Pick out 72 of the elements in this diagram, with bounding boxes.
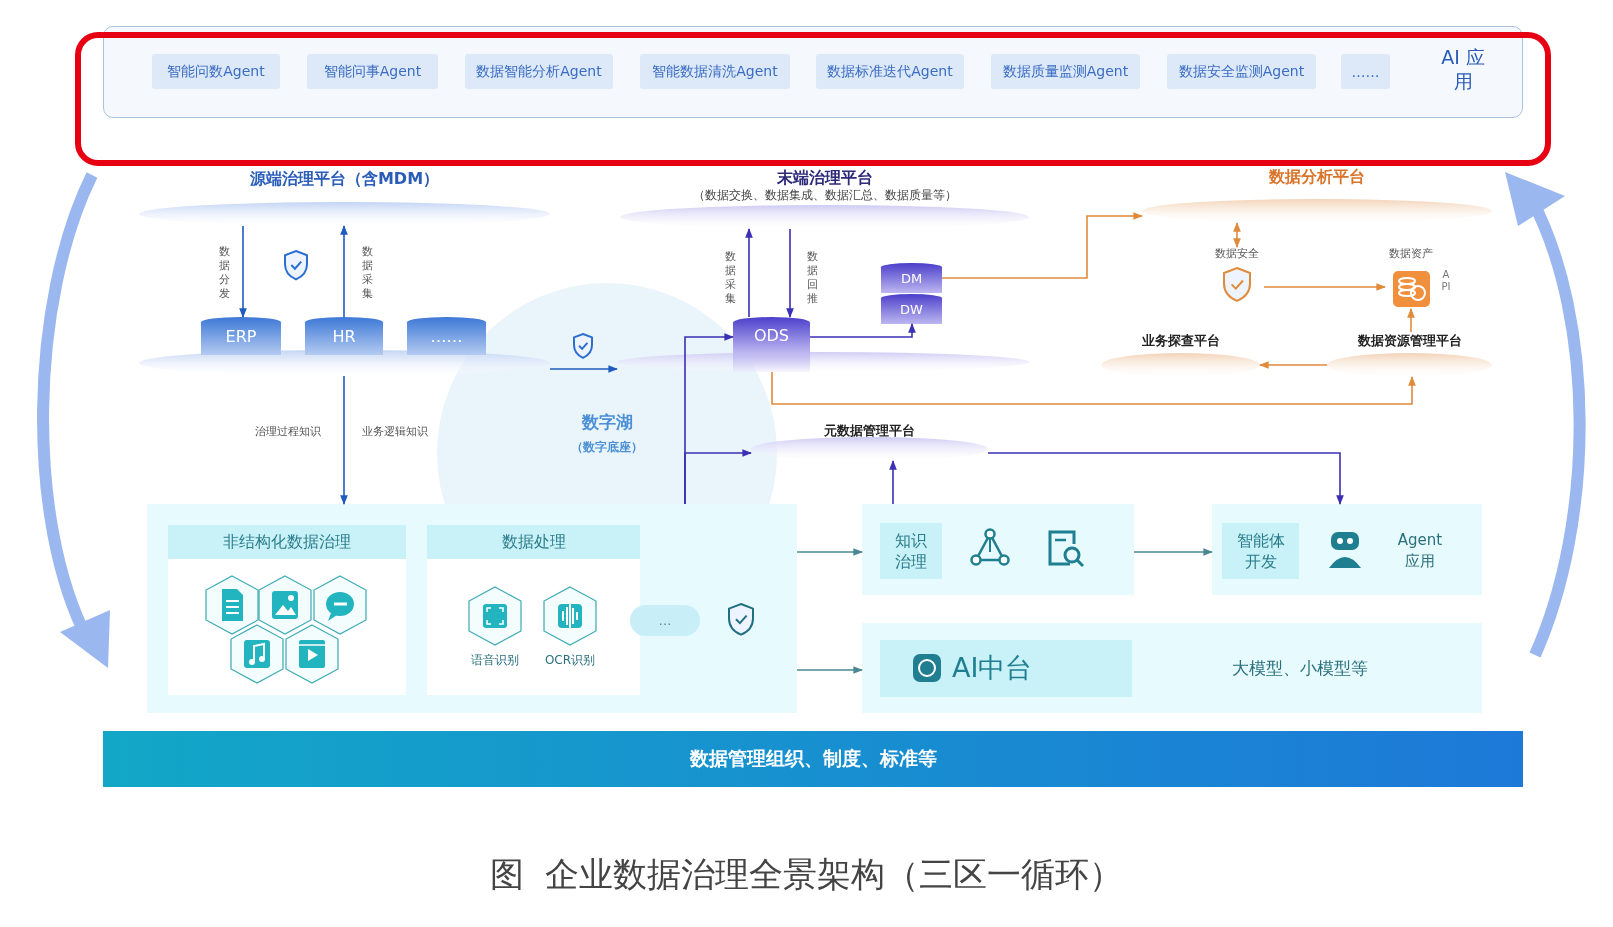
database-tab: DM [881, 263, 942, 293]
panel-background [147, 504, 797, 713]
arrow [771, 371, 1416, 405]
icon-caption: 数据安全 [1214, 247, 1260, 261]
ellipsis-pill: … [630, 605, 700, 636]
platform-title: 末端治理平台 [775, 169, 874, 187]
platform-title: 数据分析平台 [1268, 168, 1366, 186]
arrow [786, 228, 794, 318]
edge-label: 数据采集 [724, 250, 737, 306]
panel-card [427, 525, 640, 695]
database-tab: …… [407, 317, 486, 355]
panel-background [862, 623, 1482, 713]
arrow [549, 365, 618, 373]
panel-text: 大模型、小模型等 [1231, 658, 1369, 679]
arrow [987, 452, 1344, 505]
platform-title: 业务探查平台 [1140, 332, 1221, 350]
database-tab: ERP [201, 317, 281, 355]
agent-chip: 数据标准迭代Agent [816, 54, 964, 89]
edge-label: 数据回推 [806, 250, 819, 306]
arrow [1259, 361, 1328, 369]
arrow [1263, 283, 1386, 291]
lake-subtitle: （数字底座） [570, 439, 644, 456]
platform-title: 源端治理平台（含MDM） [248, 170, 441, 188]
icon-caption: 语音识别 [470, 652, 520, 668]
section-band [103, 26, 1523, 118]
arrow [889, 460, 897, 505]
agent-chip: 数据智能分析Agent [465, 54, 613, 89]
panel-background [862, 504, 1134, 595]
arrow [684, 449, 752, 505]
arrow [941, 212, 1143, 279]
panel-background [1212, 504, 1482, 595]
edge-label: 数据分发 [218, 245, 231, 301]
platform-subtitle: （数据交换、数据集成、数据汇总、数据质量等） [691, 188, 958, 202]
footer-band: 数据管理组织、制度、标准等 [103, 731, 1523, 787]
label-box: 知识治理 [880, 523, 942, 579]
agent-chip: 数据安全监测Agent [1167, 54, 1316, 89]
section-title: AI 应用 [1440, 45, 1486, 93]
arrow [1407, 308, 1415, 333]
agent-chip: 智能数据清洗Agent [640, 54, 790, 89]
arrow [809, 323, 916, 338]
arrow [1233, 222, 1241, 248]
arrow [239, 225, 247, 318]
database-tab: ODS [733, 317, 810, 372]
arrow [796, 548, 863, 556]
box-title: AI中台 [952, 651, 1033, 685]
icon-caption: 数据资产 [1388, 247, 1434, 261]
arrow [796, 666, 863, 674]
arrow [340, 225, 348, 318]
panel-header: 非结构化数据治理 [168, 525, 406, 559]
agent-chip: 智能问数Agent [152, 54, 280, 89]
platform-title: 元数据管理平台 [823, 422, 916, 440]
database-tab: DW [881, 294, 942, 324]
arrow [1133, 548, 1213, 556]
label-box: 智能体开发 [1222, 523, 1299, 579]
edge-label: 数据采集 [361, 245, 374, 301]
icon-caption: OCR识别 [543, 652, 597, 668]
platform-title: 数据资源管理平台 [1356, 332, 1463, 350]
panel-text: Agent 应用 [1396, 530, 1444, 572]
arrow [745, 228, 753, 318]
platform-box [880, 640, 1132, 697]
panel-card [168, 525, 406, 695]
database-tab: HR [305, 317, 383, 355]
agent-chip: 数据质量监测Agent [991, 54, 1140, 89]
side-label: 治理过程知识 [255, 425, 321, 439]
side-label: 业务逻辑知识 [362, 425, 428, 439]
panel-header: 数据处理 [427, 525, 640, 559]
arrow [340, 375, 348, 505]
figure-caption: 图 企业数据治理全景架构（三区一循环） [488, 853, 1125, 896]
lake-title: 数字湖 [580, 412, 634, 432]
api-label: API [1441, 269, 1451, 293]
agent-chip: …… [1341, 54, 1390, 89]
agent-chip: 智能问事Agent [307, 54, 438, 89]
